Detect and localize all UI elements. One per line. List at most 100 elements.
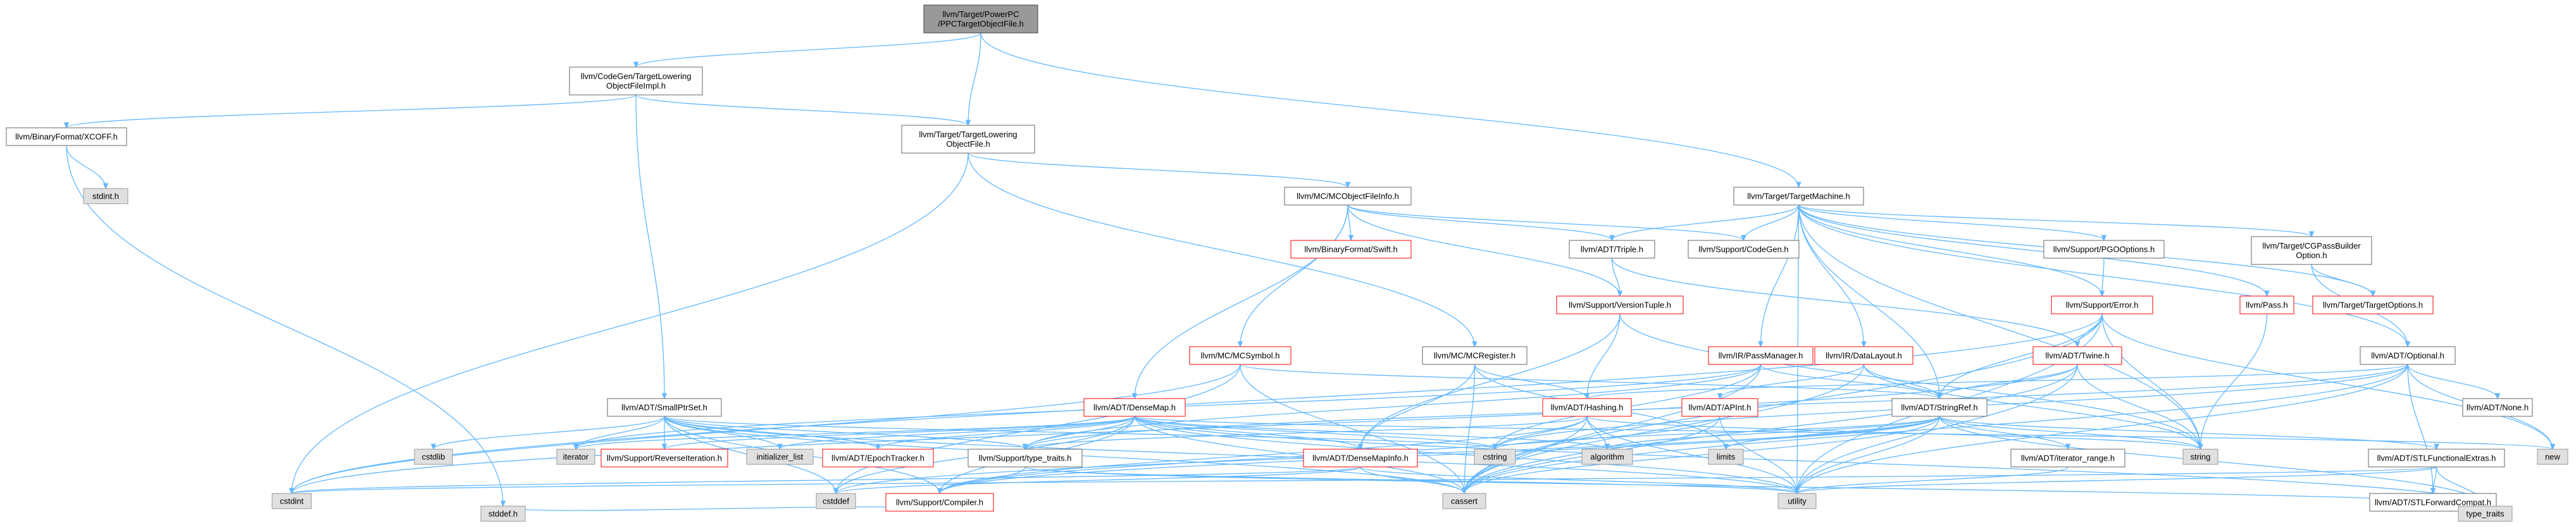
node-cgtlof[interactable]: llvm/CodeGen/TargetLoweringObjectFileImp… [569,66,703,96]
node-box [480,505,526,522]
node-label: algorithm [1590,452,1624,462]
node-box [2537,449,2568,465]
edge-smallptrset-to-iterator [576,416,665,449]
edge-tlof-to-mcofi [968,152,1348,187]
node-stlfunc[interactable]: llvm/ADT/STLFunctionalExtras.h [2368,449,2505,468]
edge-mcregister-to-hashing [1474,364,1588,399]
node-box [885,493,994,512]
node-twine[interactable]: llvm/ADT/Twine.h [2032,346,2122,365]
node-smallptrset[interactable]: llvm/ADT/SmallPtrSet.h [607,398,722,417]
node-tm[interactable]: llvm/Target/TargetMachine.h [1733,187,1864,206]
node-label: Option.h [2296,251,2327,260]
node-label: new [2545,452,2560,462]
node-label: ObjectFileImpl.h [606,81,666,90]
node-label: llvm/MC/MCSymbol.h [1201,351,1280,361]
node-typetraits[interactable]: type_traits [2458,505,2513,522]
node-box [600,449,728,468]
node-cstring[interactable]: cstring [1474,449,1516,465]
edge-optional-to-cassert [1464,364,2408,493]
edge-typetraits_s-to-compiler [940,466,1026,493]
node-new[interactable]: new [2537,449,2568,465]
node-box [1542,398,1632,417]
node-epoch[interactable]: llvm/ADT/EpochTracker.h [822,449,934,468]
node-pass[interactable]: llvm/Pass.h [2239,295,2294,314]
node-typetraits_s[interactable]: llvm/Support/type_traits.h [968,449,1083,468]
node-mcofi[interactable]: llvm/MC/MCObjectFileInfo.h [1284,187,1412,206]
node-box [2251,236,2372,265]
node-initlist[interactable]: initializer_list [746,449,814,465]
node-passmanager[interactable]: llvm/IR/PassManager.h [1708,346,1814,365]
node-stringref[interactable]: llvm/ADT/StringRef.h [1891,398,1988,417]
node-box [1189,346,1291,365]
node-codegen[interactable]: llvm/Support/CodeGen.h [1688,240,1800,259]
node-box [2368,449,2505,468]
node-datalayout[interactable]: llvm/IR/DataLayout.h [1814,346,1913,365]
edge-tm-to-stringref [1798,204,1940,399]
edge-optional-to-hashing [1587,364,2408,399]
node-compiler[interactable]: llvm/Support/Compiler.h [885,493,994,512]
node-label: llvm/IR/PassManager.h [1719,351,1803,361]
node-optional[interactable]: llvm/ADT/Optional.h [2360,346,2456,365]
node-box [1442,493,1486,509]
node-label: llvm/ADT/None.h [2467,403,2529,412]
edge-stringref-to-cstring [1495,416,1940,449]
node-apint[interactable]: llvm/ADT/APInt.h [1681,398,1758,417]
node-label: ObjectFile.h [946,139,990,149]
node-root[interactable]: llvm/Target/PowerPC/PPCTargetObjectFile.… [923,4,1038,34]
node-label: llvm/ADT/APInt.h [1689,403,1752,412]
node-error[interactable]: llvm/Support/Error.h [2051,295,2153,314]
edge-hashing-to-cstring [1495,416,1588,449]
node-label: llvm/ADT/Optional.h [2371,351,2444,361]
node-cstddef[interactable]: cstddef [816,493,856,509]
edge-hashing-to-utility [1586,416,1797,493]
node-box [816,493,856,509]
node-iterator[interactable]: iterator [556,449,595,465]
node-cstdlib[interactable]: cstdlib [414,449,453,465]
node-xcoff[interactable]: llvm/BinaryFormat/XCOFF.h [6,127,127,146]
node-triple[interactable]: llvm/ADT/Triple.h [1569,240,1655,259]
edge-twine-to-string [2077,364,2201,449]
node-box [1290,240,1412,259]
node-densemapinfo[interactable]: llvm/ADT/DenseMapInfo.h [1303,449,1418,468]
node-label: llvm/MC/MCObjectFileInfo.h [1297,192,1399,201]
node-iterrange[interactable]: llvm/ADT/iterator_range.h [2010,449,2125,468]
node-none[interactable]: llvm/ADT/None.h [2462,398,2533,417]
node-label: utility [1788,497,1807,506]
node-cstdint[interactable]: cstdint [271,493,312,509]
edge-densemapinfo-to-cstddef [836,466,1361,493]
edge-mcofi-to-triple [1347,204,1612,240]
node-label: iterator [563,452,589,462]
node-box [1581,449,1633,465]
edge-hashing-to-typetraits_s [1025,416,1588,449]
node-label: llvm/Support/CodeGen.h [1698,245,1788,254]
node-string[interactable]: string [2182,449,2218,465]
node-label: llvm/Target/PowerPC [942,9,1019,19]
node-reverseiter[interactable]: llvm/Support/ReverseIteration.h [600,449,728,468]
node-hashing[interactable]: llvm/ADT/Hashing.h [1542,398,1632,417]
node-label: llvm/Support/ReverseIteration.h [607,454,722,463]
node-cassert[interactable]: cassert [1442,493,1486,509]
node-utility[interactable]: utility [1777,493,1817,509]
node-box [414,449,453,465]
node-pgo[interactable]: llvm/Support/PGOOptions.h [2043,240,2165,259]
edge-densemap-to-iterator [576,416,1135,449]
edge-triple-to-twine [1611,257,2078,347]
node-stddef[interactable]: stddef.h [480,505,526,522]
node-swift[interactable]: llvm/BinaryFormat/Swift.h [1290,240,1412,259]
node-versiontuple[interactable]: llvm/Support/VersionTuple.h [1556,295,1684,314]
node-targetoptions[interactable]: llvm/Target/TargetOptions.h [2312,295,2434,314]
edge-cgtlof-to-smallptrset [635,94,664,399]
node-mcsymbol[interactable]: llvm/MC/MCSymbol.h [1189,346,1291,365]
edge-smallptrset-to-utility [664,416,1797,493]
node-box [1569,240,1655,259]
edge-datalayout-to-apint [1720,364,1865,399]
node-limits[interactable]: limits [1708,449,1744,465]
node-algorithm[interactable]: algorithm [1581,449,1633,465]
node-densemap[interactable]: llvm/ADT/DenseMap.h [1083,398,1186,417]
node-stdint[interactable]: stdint.h [83,188,128,204]
node-label: llvm/Pass.h [2246,301,2287,310]
node-mcregister[interactable]: llvm/MC/MCRegister.h [1422,346,1528,365]
